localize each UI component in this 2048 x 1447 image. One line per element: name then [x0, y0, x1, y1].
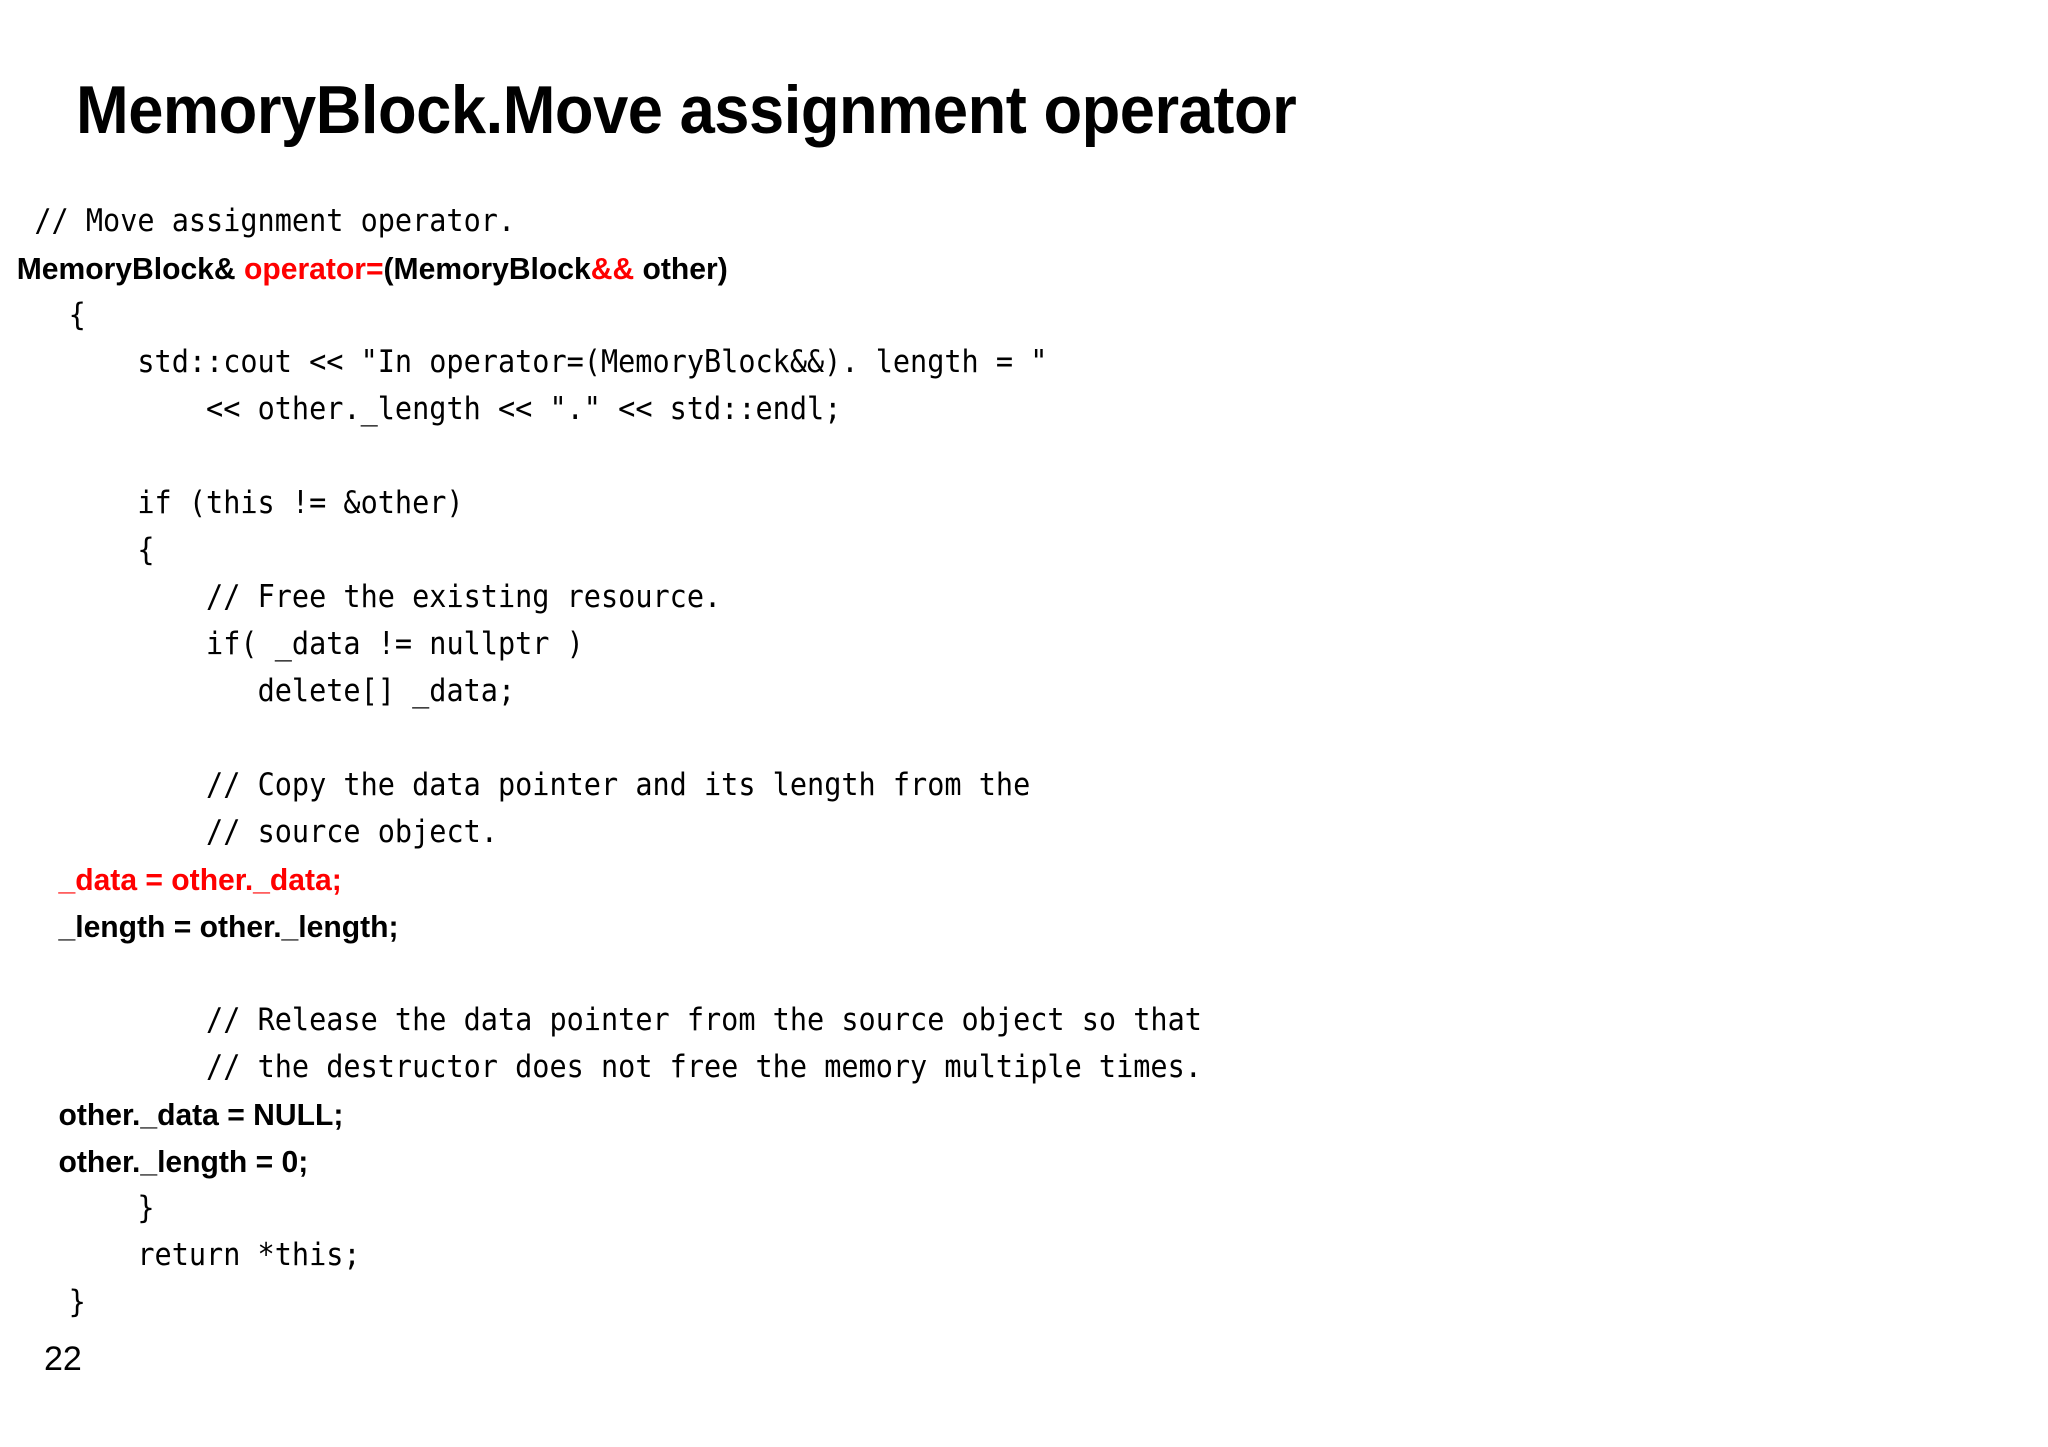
code-token: other._length = 0;	[58, 1144, 309, 1179]
page-title: MemoryBlock.Move assignment operator	[76, 72, 1297, 148]
code-token: _length = other._length;	[58, 909, 399, 944]
code-indent	[0, 297, 69, 333]
code-indent	[0, 1097, 58, 1132]
code-token: // Copy the data pointer and its length …	[206, 767, 1031, 803]
code-token: other._data = NULL;	[58, 1097, 344, 1132]
code-indent	[0, 862, 58, 897]
code-line: // the destructor does not free the memo…	[0, 1044, 1884, 1091]
code-line: {	[0, 292, 1884, 339]
code-line: if( _data != nullptr )	[0, 621, 1884, 668]
code-indent	[0, 203, 34, 239]
code-line: if (this != &other)	[0, 480, 1884, 527]
code-line: _length = other._length;	[0, 903, 1987, 950]
code-line: std::cout << "In operator=(MemoryBlock&&…	[0, 339, 1884, 386]
code-token	[0, 955, 17, 991]
code-indent	[0, 251, 17, 286]
code-line	[0, 715, 1884, 762]
code-token: if (this != &other)	[137, 485, 464, 521]
code-token: {	[137, 532, 155, 568]
code-line: MemoryBlock& operator=(MemoryBlock&& oth…	[0, 245, 1987, 292]
code-indent	[0, 344, 137, 380]
code-token	[0, 720, 17, 756]
code-token: other)	[634, 251, 728, 286]
code-line: // source object.	[0, 809, 1884, 856]
code-indent	[0, 1284, 69, 1320]
code-token: << other._length << "." << std::endl;	[206, 391, 842, 427]
code-indent	[0, 673, 258, 709]
code-line: {	[0, 527, 1884, 574]
code-indent	[0, 391, 206, 427]
code-token-highlight: &&	[590, 251, 635, 286]
code-line: }	[0, 1185, 1884, 1232]
code-token: return *this;	[137, 1237, 361, 1273]
code-indent	[0, 1144, 58, 1179]
code-indent	[0, 579, 206, 615]
code-line: // Copy the data pointer and its length …	[0, 762, 1884, 809]
code-token: }	[137, 1190, 155, 1226]
code-token: if( _data != nullptr )	[206, 626, 584, 662]
code-line: _data = other._data;	[0, 856, 1987, 903]
page-number: 22	[44, 1340, 82, 1378]
code-line: << other._length << "." << std::endl;	[0, 386, 1884, 433]
code-token: delete[] _data;	[257, 673, 516, 709]
code-token: // the destructor does not free the memo…	[206, 1049, 1202, 1085]
code-token: std::cout << "In operator=(MemoryBlock&&…	[137, 344, 1048, 380]
code-line: // Move assignment operator.	[0, 198, 1884, 245]
code-line: }	[0, 1279, 1884, 1326]
code-token: }	[68, 1284, 86, 1320]
code-indent	[0, 532, 137, 568]
code-indent	[0, 814, 206, 850]
code-line: // Free the existing resource.	[0, 574, 1884, 621]
code-token	[0, 438, 17, 474]
code-token: MemoryBlock&	[16, 251, 244, 286]
code-token: // Move assignment operator.	[34, 203, 516, 239]
code-line: delete[] _data;	[0, 668, 1884, 715]
code-line: // Release the data pointer from the sou…	[0, 997, 1884, 1044]
code-block: // Move assignment operator. MemoryBlock…	[0, 198, 2048, 1326]
code-token: // Free the existing resource.	[206, 579, 722, 615]
code-token-highlight: operator=	[243, 251, 384, 286]
code-line: return *this;	[0, 1232, 1884, 1279]
code-indent	[0, 767, 206, 803]
code-indent	[0, 485, 137, 521]
code-line: other._data = NULL;	[0, 1091, 1987, 1138]
code-token: // source object.	[206, 814, 498, 850]
code-indent	[0, 909, 58, 944]
code-token: (MemoryBlock	[383, 251, 591, 286]
code-token: {	[68, 297, 86, 333]
code-indent	[0, 626, 206, 662]
code-line	[0, 433, 1884, 480]
code-indent	[0, 1237, 137, 1273]
code-line	[0, 950, 1884, 997]
code-line: other._length = 0;	[0, 1138, 1987, 1185]
code-indent	[0, 1002, 206, 1038]
code-indent	[0, 1190, 137, 1226]
code-token-highlight: _data = other._data;	[58, 862, 342, 897]
code-indent	[0, 1049, 206, 1085]
code-token: // Release the data pointer from the sou…	[206, 1002, 1202, 1038]
